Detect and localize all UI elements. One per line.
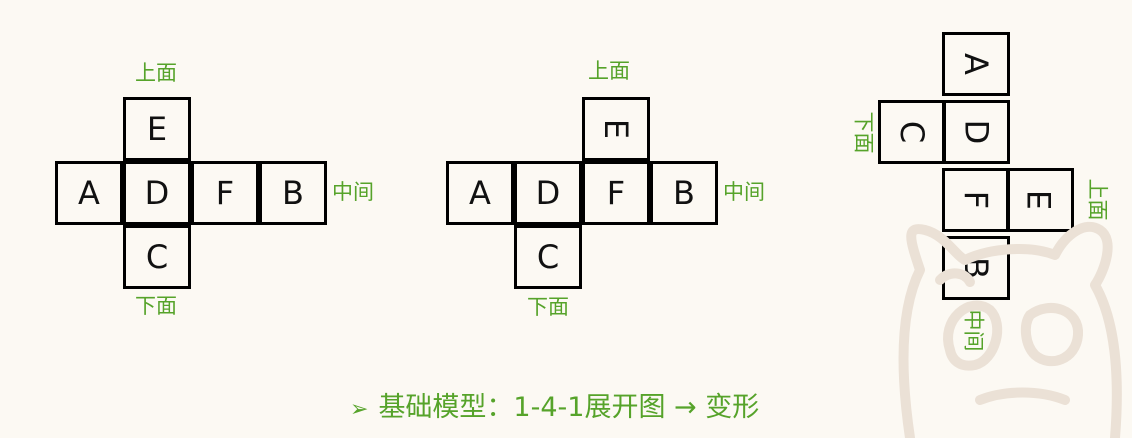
net-1-label-top: 上面 xyxy=(135,61,177,85)
net-2-square-D: D xyxy=(514,161,582,225)
net-3-square-A: A xyxy=(942,32,1010,96)
net-1-square-E: E xyxy=(123,97,191,161)
net-3-square-C: C xyxy=(878,100,946,164)
net-2-square-E: E xyxy=(582,97,650,161)
bullet-arrow-icon: ➢ xyxy=(350,397,369,422)
net-2-square-C: C xyxy=(514,225,582,289)
net-1-square-A: A xyxy=(55,161,123,225)
net-1-square-C: C xyxy=(123,225,191,289)
net-2-square-B: B xyxy=(650,161,718,225)
net-1-square-D: D xyxy=(123,161,191,225)
net-3-square-E: E xyxy=(1006,168,1074,232)
net-1-label-bottom: 下面 xyxy=(135,294,177,318)
mascot-watermark-icon xyxy=(898,221,1122,438)
net-2-label-middle: 中间 xyxy=(723,180,765,204)
net-3-square-B: B xyxy=(942,236,1010,300)
net-2-label-bottom: 下面 xyxy=(527,295,569,319)
net-2-label-top: 上面 xyxy=(588,59,630,83)
net-3-label-bottom: 下面 xyxy=(851,111,876,154)
net-2-square-A: A xyxy=(446,161,514,225)
net-1-square-B: B xyxy=(259,161,327,225)
net-1-label-middle: 中间 xyxy=(332,180,374,204)
caption-text: 基础模型：1-4-1展开图 → 变形 xyxy=(378,392,760,423)
net-2-square-F: F xyxy=(582,161,650,225)
net-1-square-F: F xyxy=(191,161,259,225)
caption: ➢ 基础模型：1-4-1展开图 → 变形 xyxy=(350,392,759,424)
net-3-square-D: D xyxy=(942,100,1010,164)
